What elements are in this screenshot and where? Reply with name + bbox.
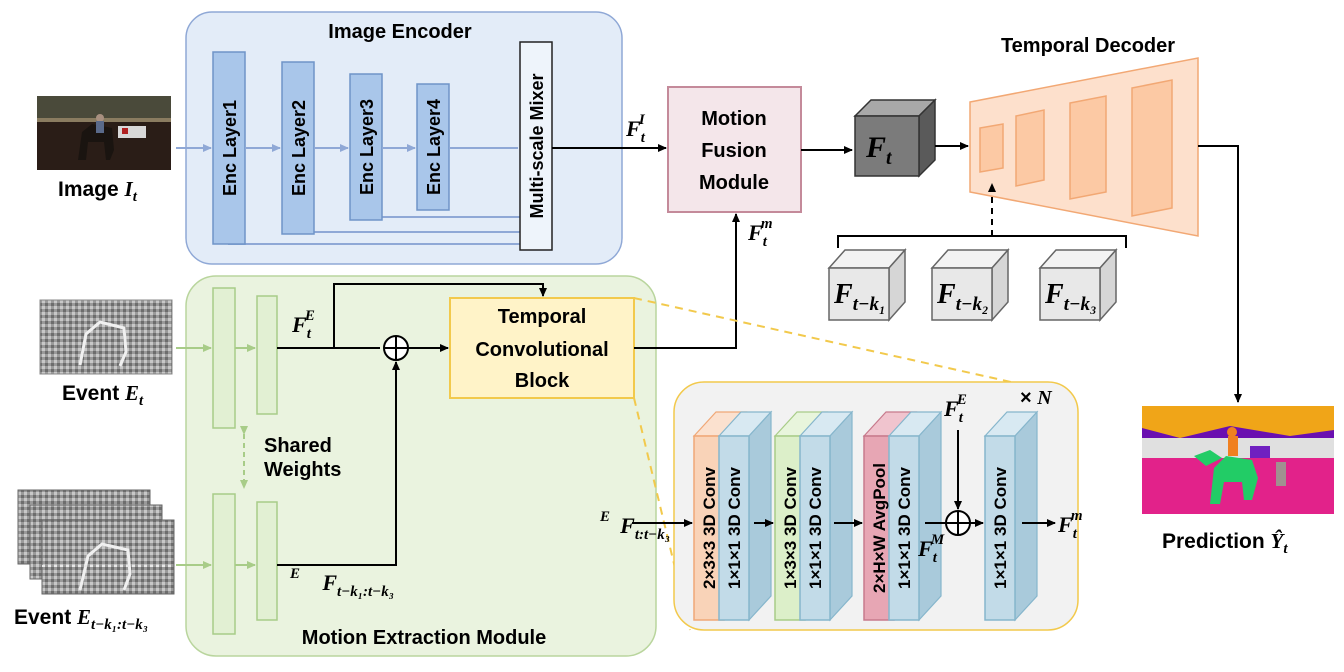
ft-cube: Ft [853,98,937,178]
sum-operator [383,335,409,361]
tcb-line-3: Block [515,370,570,392]
f-seq-label: Ft−k₁:t−k₃E [289,566,394,600]
tcb-to-fusion-arrow [634,213,740,349]
temporal-decoder: Temporal Decoder [969,35,1199,237]
motion-fusion-module [667,86,802,213]
enc-layer-1 [212,51,246,245]
tcb-fm-cap-label: FtM [917,532,945,566]
conv-layer-5-label: 1×1×1 3D Conv [895,467,914,589]
fte-skip-arrow [333,283,547,348]
conv-layer-5 [888,435,920,621]
temporal-decoder-title: Temporal Decoder [1001,35,1175,57]
f-t-i-label: FtI [625,112,646,146]
fte-label: FtE [291,308,315,342]
event-sequence-label: Event Et−k₁:t−k₃ [14,605,148,633]
decoder-to-prediction-arrow [1198,145,1242,403]
event-sequence-input: Event Et−k₁:t−k₃ [14,489,175,633]
history-brace [837,235,1127,248]
tcb-detail: 2×3×3 3D Conv 1×1×1 3D Conv 1×3×3 3D Con… [632,381,1083,631]
conv-layer-6-label: 1×1×1 3D Conv [991,467,1010,589]
ft-cube-label: Ft [865,131,893,169]
event-input: Event Et [39,299,173,409]
image-encoder: Image Encoder Enc Layer1 Enc Layer2 Enc … [176,11,623,265]
conv-layer-1-label: 2×3×3 3D Conv [700,467,719,589]
conv-layer-6 [984,435,1016,621]
event-encoder-b2 [256,501,278,621]
enc-layer-1-label: Enc Layer1 [220,100,240,196]
image-input-label: Image It [58,177,138,205]
ft-k3-cube: Ft−k₃ [1038,248,1118,322]
shared-weights-line-2: Weights [264,459,341,481]
conv-layer-2 [718,435,750,621]
event-encoder-b1 [212,493,236,635]
event-thumbnail [39,299,173,375]
conv-layer-3-label: 1×3×3 3D Conv [781,467,800,589]
motion-fusion-line-2: Fusion [701,140,767,162]
enc-layer-2 [281,61,315,235]
motion-fusion-line-1: Motion [701,108,767,130]
conv-layer-2-label: 1×1×1 3D Conv [725,467,744,589]
shared-weights-line-1: Shared [264,435,332,457]
multi-scale-mixer [519,41,553,251]
conv-layer-4-label: 1×1×1 3D Conv [806,467,825,589]
ft-k2-cube: Ft−k₂ [930,248,1010,322]
event-frame-3 [41,519,175,595]
image-encoder-title: Image Encoder [328,21,472,43]
seq-to-sum-arrow [277,361,400,566]
image-encoder-box [185,11,623,265]
decoder-stage-1 [979,123,1004,173]
repeat-n-label: × N [1020,387,1053,409]
motion-fusion-line-3: Module [699,172,769,194]
f-t-m-label: Ftm [747,216,773,250]
prediction-output: Prediction Ŷt [1142,406,1334,557]
ft-k3-label: Ft−k₃ [1044,279,1097,315]
tcb-sum-operator [945,510,971,536]
event-encoder-a1 [212,287,236,429]
conv-layer-4 [799,435,831,621]
tcb-line-1: Temporal [498,306,587,328]
decoder-stage-2 [1015,109,1045,187]
tcb-out-label: Ftm [1057,508,1083,542]
tcb-fte-label: FtE [943,392,967,426]
ft-k1-label: Ft−k₁ [833,279,886,315]
tcb-line-2: Convolutional [475,339,608,361]
image-input: Image It [37,96,171,205]
multi-scale-mixer-label: Multi-scale Mixer [527,73,547,218]
enc-layer-4-label: Enc Layer4 [424,99,444,195]
motion-extraction-title: Motion Extraction Module [302,627,546,649]
prediction-label: Prediction Ŷt [1162,529,1288,557]
enc-layer-3 [349,73,383,221]
temporal-conv-block [449,297,635,399]
event-input-label: Event Et [62,381,144,409]
decoder-stage-4 [1131,79,1173,217]
decoder-stage-3 [1069,95,1107,200]
zoom-line-top [633,297,1021,385]
enc-layer-3-label: Enc Layer3 [357,99,377,195]
avgpool-label: 2×H×W AvgPool [870,463,889,593]
event-encoder-a2 [256,295,278,415]
ft-k2-label: Ft−k₂ [936,279,989,315]
tcb-input-label: Ft:t−k₃E [599,509,670,543]
ft-k1-cube: Ft−k₁ [827,248,907,322]
enc-layer-2-label: Enc Layer2 [289,100,309,196]
